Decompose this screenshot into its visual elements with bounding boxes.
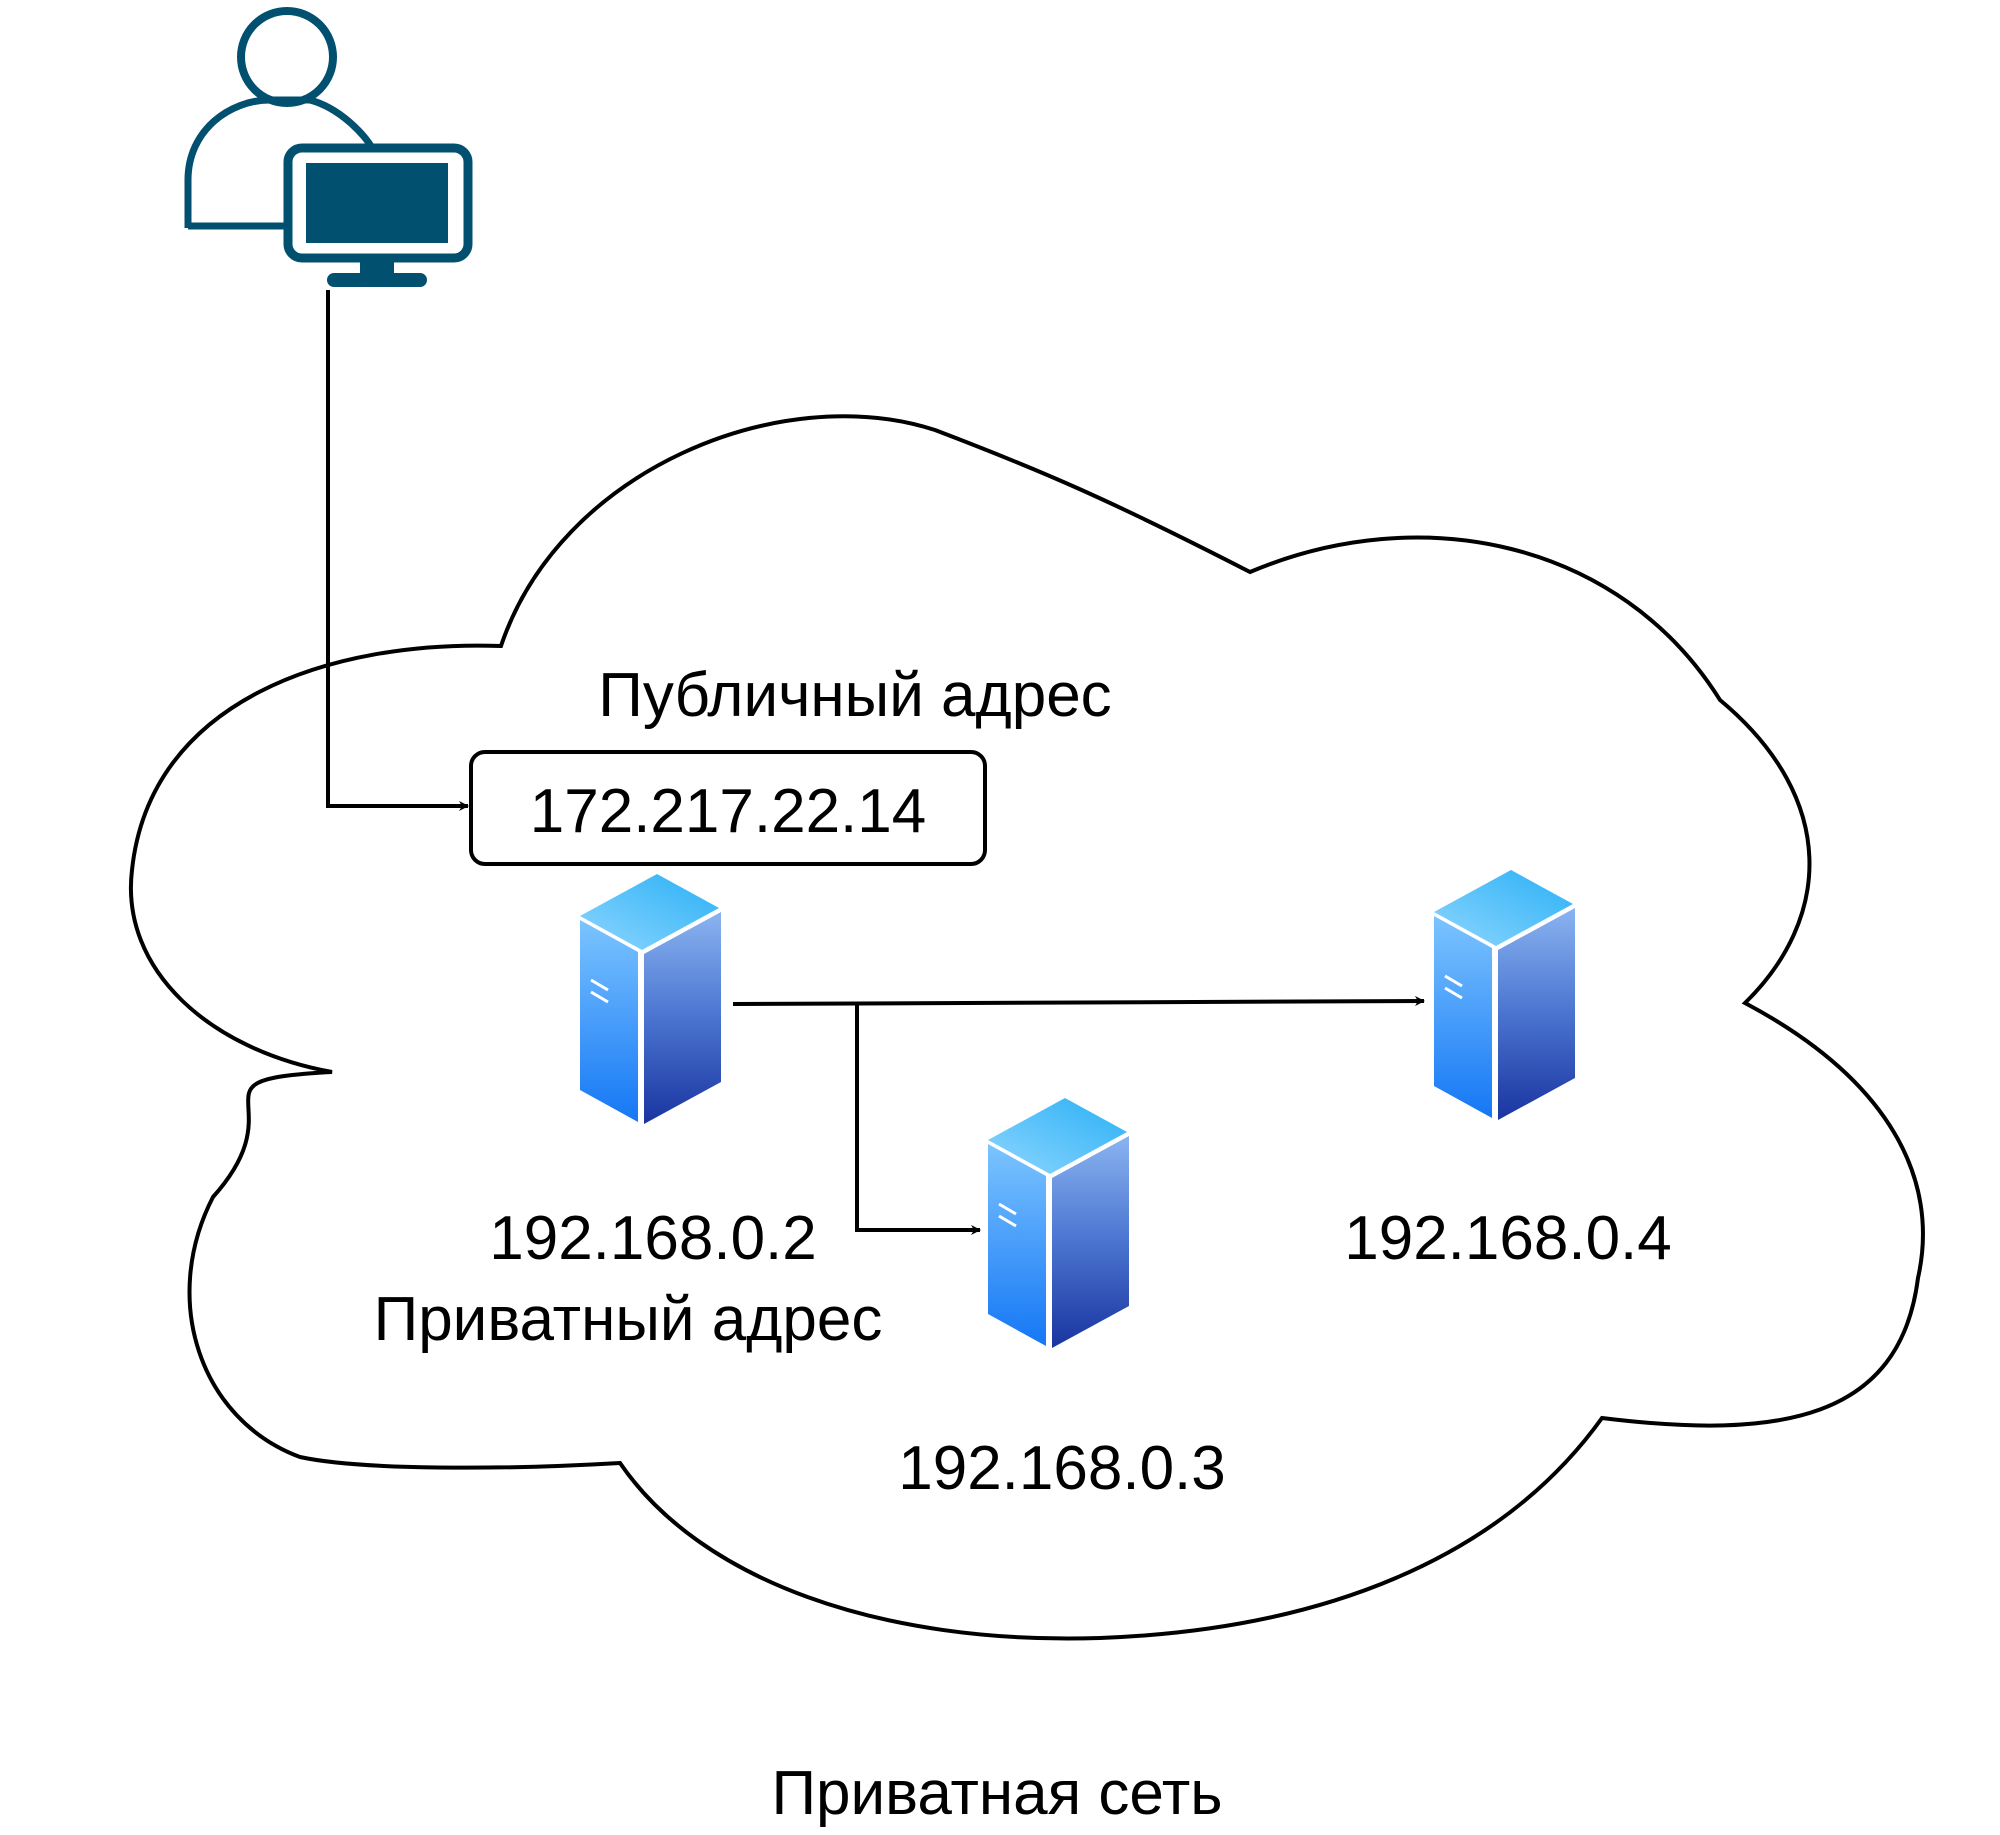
public-address-label: Публичный адрес: [598, 661, 1111, 730]
connection-user-to-public-ip: [326, 290, 469, 811]
connection-server-to-0-4: [732, 996, 1425, 1007]
private-network-cloud: [128, 414, 1925, 1641]
server-ip-label: 192.168.0.3: [898, 1434, 1226, 1503]
server-ip-label: 192.168.0.2: [489, 1204, 817, 1273]
public-ip-text: 172.217.22.14: [530, 777, 927, 846]
server-icon[interactable]: [984, 1096, 1131, 1350]
server-icon[interactable]: [576, 872, 723, 1126]
user-computer-icon[interactable]: [184, 7, 473, 287]
public-ip-box[interactable]: [469, 750, 987, 866]
server-ip-label: 192.168.0.4: [1344, 1204, 1672, 1273]
diagram-title: Приватная сеть: [771, 1759, 1222, 1828]
connection-server-to-0-3: [855, 1004, 981, 1235]
private-address-label: Приватный адрес: [374, 1285, 883, 1354]
server-icon[interactable]: [1430, 868, 1577, 1122]
